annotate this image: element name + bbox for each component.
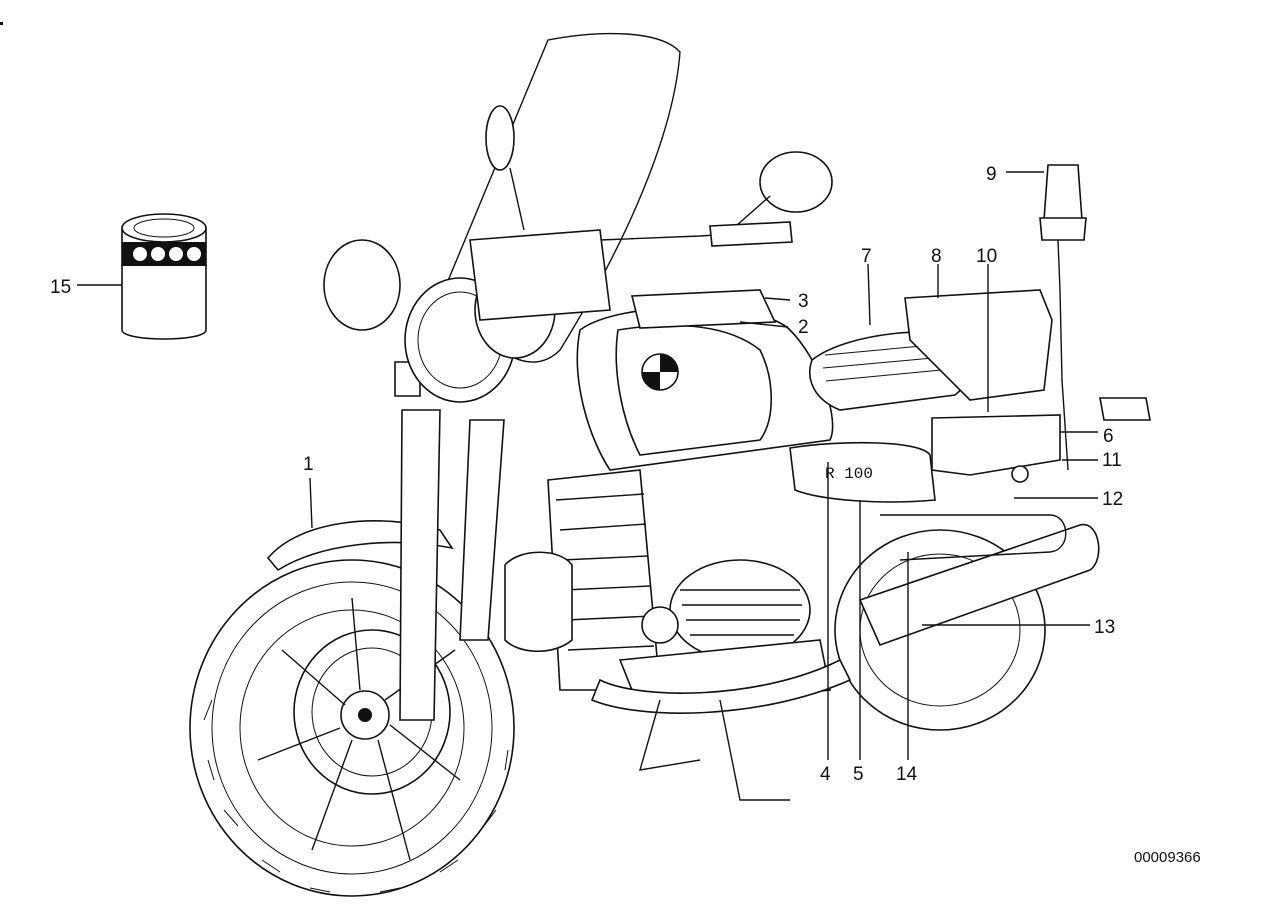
callout-3: 3 (798, 291, 809, 312)
pannier (904, 289, 1061, 483)
mirrors (485, 105, 833, 241)
callout-11: 11 (1102, 450, 1122, 471)
callout-9: 9 (986, 164, 997, 185)
front-fork (399, 409, 505, 721)
leader-lines (77, 171, 1098, 760)
side-panel: R 100 (789, 441, 936, 503)
callout-5: 5 (853, 764, 864, 785)
diagram-part-number: 00009366 (1134, 849, 1201, 866)
callout-4: 4 (820, 764, 831, 785)
rear-indicator (1099, 397, 1151, 421)
callout-12: 12 (1102, 489, 1123, 510)
fuel-tank (576, 289, 834, 471)
handlebar-grip (709, 221, 793, 247)
centre-stand (639, 699, 790, 801)
callout-1: 1 (303, 454, 314, 475)
callout-8: 8 (931, 246, 942, 267)
corner-mark (0, 22, 3, 25)
exhaust (590, 524, 1100, 714)
callout-13: 13 (1094, 617, 1115, 638)
callout-10: 10 (976, 246, 997, 267)
callout-7: 7 (861, 246, 872, 267)
callout-14: 14 (896, 764, 918, 785)
oil-can (121, 213, 207, 340)
model-badge: R 100 (825, 465, 873, 483)
callout-labels: 1 2 3 4 5 6 7 8 9 10 11 12 13 14 15 (50, 164, 1123, 785)
callout-2: 2 (798, 317, 809, 338)
crash-bar (880, 514, 1067, 561)
headlights (323, 229, 611, 403)
callout-15: 15 (50, 277, 71, 298)
beacon-light (1039, 164, 1087, 471)
callout-6: 6 (1103, 426, 1114, 447)
engine-block (504, 469, 831, 711)
